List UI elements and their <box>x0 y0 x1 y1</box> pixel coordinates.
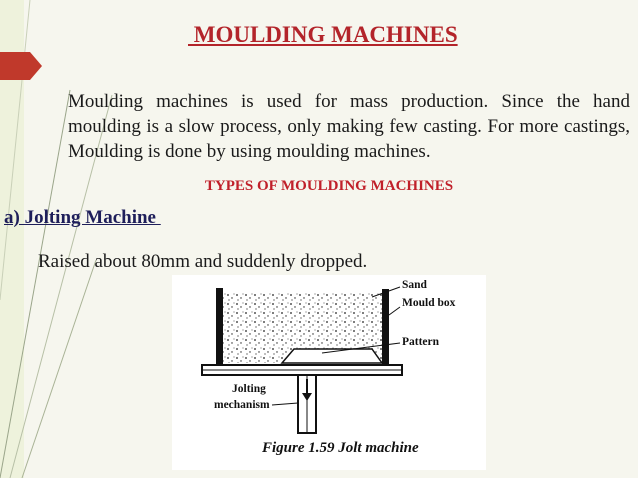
decorative-lines <box>0 0 113 478</box>
figure-caption: Figure 1.59 Jolt machine <box>262 440 419 456</box>
slide-title: MOULDING MACHINES <box>188 22 458 47</box>
label-mould-box: Mould box <box>402 297 456 309</box>
mould-box-left-wall <box>216 289 223 367</box>
red-tab-shape <box>0 52 42 80</box>
intro-paragraph: Moulding machines is used for mass produ… <box>68 91 630 162</box>
label-sand: Sand <box>402 279 427 291</box>
label-pattern: Pattern <box>402 336 440 348</box>
jolting-description: Raised about 80mm and suddenly dropped. <box>38 251 368 272</box>
label-jolting: Jolting <box>232 383 266 395</box>
pattern-shape <box>280 348 384 364</box>
mould-box-right-wall <box>382 289 389 367</box>
types-subheading: TYPES OF MOULDING MACHINES <box>204 178 454 194</box>
jolt-machine-diagram <box>201 286 403 434</box>
jolt-machine-figure: Sand Mould box Pattern Jolting mechanism… <box>172 275 486 470</box>
label-mechanism: mechanism <box>214 399 270 411</box>
jolting-machine-heading: a) Jolting Machine <box>4 207 161 228</box>
